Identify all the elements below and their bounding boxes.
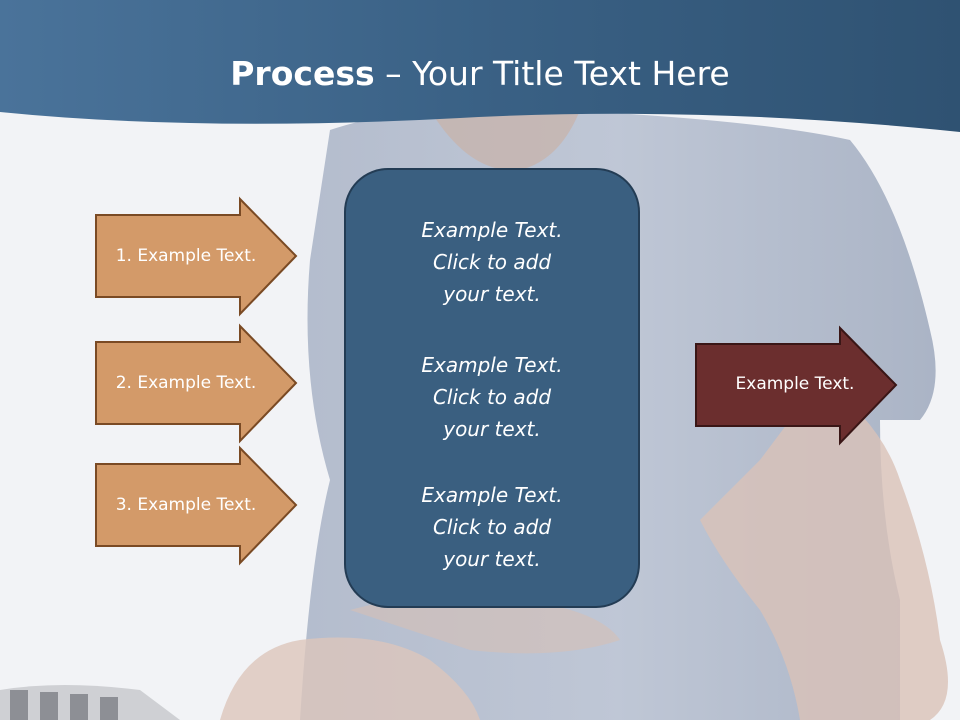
process-item-2: Example Text. Click to add your text. (346, 349, 638, 445)
process-item-1-line-1: Example Text. (421, 218, 563, 242)
process-item-1-line-2: Click to add (432, 250, 552, 274)
input-label-2: 2. Example Text. (115, 373, 257, 393)
arrow-shape (95, 445, 298, 566)
process-item-2-line-2: Click to add (432, 385, 552, 409)
process-item-1-line-3: your text. (443, 282, 541, 306)
process-item-2-line-1: Example Text. (421, 353, 563, 377)
input-arrow-2[interactable]: 2. Example Text. (95, 323, 300, 444)
process-item-1: Example Text. Click to add your text. (346, 214, 638, 310)
output-arrow[interactable]: Example Text. (695, 325, 900, 446)
process-box[interactable]: Example Text. Click to add your text. Ex… (344, 168, 640, 608)
arrow-shape (695, 325, 898, 446)
process-item-3: Example Text. Click to add your text. (346, 479, 638, 575)
arrow-shape (95, 323, 298, 444)
title-rest: – Your Title Text Here (374, 54, 730, 93)
output-label: Example Text. (735, 374, 855, 394)
process-item-3-line-2: Click to add (432, 515, 552, 539)
input-label-3: 3. Example Text. (115, 495, 257, 515)
input-arrow-1[interactable]: 1. Example Text. (95, 196, 300, 317)
title-bold: Process (230, 54, 375, 93)
header-band (0, 0, 960, 132)
input-label-1: 1. Example Text. (115, 246, 257, 266)
arrow-shape (95, 196, 298, 317)
page-title: Process – Your Title Text Here (0, 52, 960, 96)
process-item-3-line-3: your text. (443, 547, 541, 571)
process-item-2-line-3: your text. (443, 417, 541, 441)
process-item-3-line-1: Example Text. (421, 483, 563, 507)
input-arrow-3[interactable]: 3. Example Text. (95, 445, 300, 566)
